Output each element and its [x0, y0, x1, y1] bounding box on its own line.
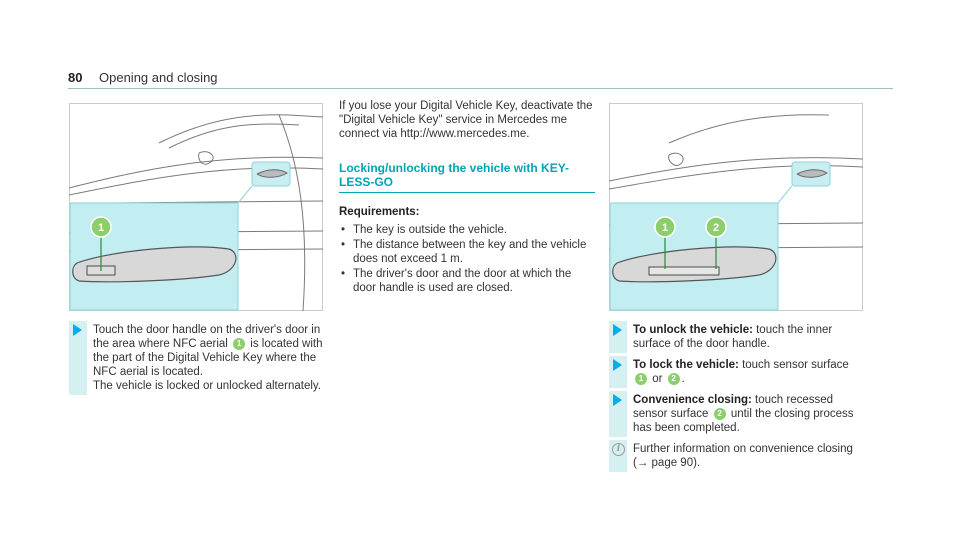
- step-convenience-closing: Convenience closing: touch recessed sens…: [609, 391, 863, 437]
- note-text[interactable]: Further information on convenience closi…: [633, 443, 853, 469]
- step-nfc-touch: Touch the door handle on the driver's do…: [69, 321, 323, 395]
- arrow-right-icon: [73, 324, 82, 336]
- info-icon: i: [612, 443, 625, 456]
- list-item: The distance between the key and the veh…: [339, 238, 595, 266]
- step-text-part: is located with the part of the Digital …: [93, 338, 323, 378]
- section-heading: Locking/unlocking the vehicle with KEY- …: [339, 161, 595, 189]
- list-item: The key is outside the vehicle.: [339, 223, 595, 237]
- callout-badge: 1: [233, 337, 246, 350]
- step-unlock: To unlock the vehicle: touch the inner s…: [609, 321, 863, 353]
- heading-line: Locking/unlocking the vehicle with KEY-: [339, 161, 570, 175]
- middle-column: If you lose your Digital Vehicle Key, de…: [339, 99, 595, 296]
- callout-badge: 2: [713, 407, 726, 420]
- page-section-title: Opening and closing: [99, 70, 218, 85]
- list-item: The driver's door and the door at which …: [339, 267, 595, 295]
- requirements-label: Requirements:: [339, 206, 420, 218]
- step-text: Convenience closing: touch recessed sens…: [633, 393, 863, 435]
- callout-2-label: 2: [713, 222, 719, 234]
- step-text-part: touch recessed sensor surface: [633, 394, 834, 420]
- step-text-part: Touch the door handle on the driver's do…: [93, 324, 321, 350]
- step-text: To unlock the vehicle: touch the inner s…: [633, 323, 863, 351]
- keyless-instructions: To unlock the vehicle: touch the inner s…: [609, 321, 863, 472]
- arrow-right-icon: [613, 394, 622, 406]
- heading-rule: [339, 192, 595, 193]
- step-lock: To lock the vehicle: touch sensor surfac…: [609, 356, 863, 388]
- callout-1-label: 1: [662, 222, 668, 234]
- step-text-part: until the closing process has been compl…: [633, 408, 854, 434]
- step-text-part: .: [681, 373, 685, 385]
- step-bold-label: Convenience closing:: [633, 394, 752, 406]
- step-text: Touch the door handle on the driver's do…: [93, 323, 323, 393]
- step-bold-label: To unlock the vehicle:: [633, 324, 753, 336]
- intro-paragraph: If you lose your Digital Vehicle Key, de…: [339, 100, 593, 140]
- heading-line: LESS-GO: [339, 175, 394, 189]
- step-bold-label: To lock the vehicle:: [633, 359, 739, 371]
- step-text-part: touch sensor surface: [738, 359, 849, 371]
- illustration-nfc-door-handle: 1: [69, 103, 323, 311]
- page-number: 80: [68, 70, 83, 85]
- step-highlight-bar: [69, 321, 87, 395]
- step-text-part: touch the inner surface of the door hand…: [633, 324, 833, 350]
- arrow-right-icon: [613, 359, 622, 371]
- step-text: To lock the vehicle: touch sensor surfac…: [633, 358, 863, 386]
- step-result-text: The vehicle is locked or unlocked altern…: [93, 380, 321, 392]
- requirements-list: The key is outside the vehicle. The dist…: [339, 223, 595, 295]
- header-rule: [68, 88, 893, 89]
- callout-1-label: 1: [98, 222, 104, 234]
- step-text-part: or: [649, 373, 666, 385]
- arrow-right-icon: [613, 324, 622, 336]
- info-note: i Further information on convenience clo…: [609, 440, 863, 472]
- illustration-keyless-door-handle: 1 2: [609, 103, 863, 311]
- callout-badge: 1: [635, 372, 647, 385]
- callout-badge: 2: [667, 372, 680, 385]
- nfc-instructions: Touch the door handle on the driver's do…: [69, 321, 323, 400]
